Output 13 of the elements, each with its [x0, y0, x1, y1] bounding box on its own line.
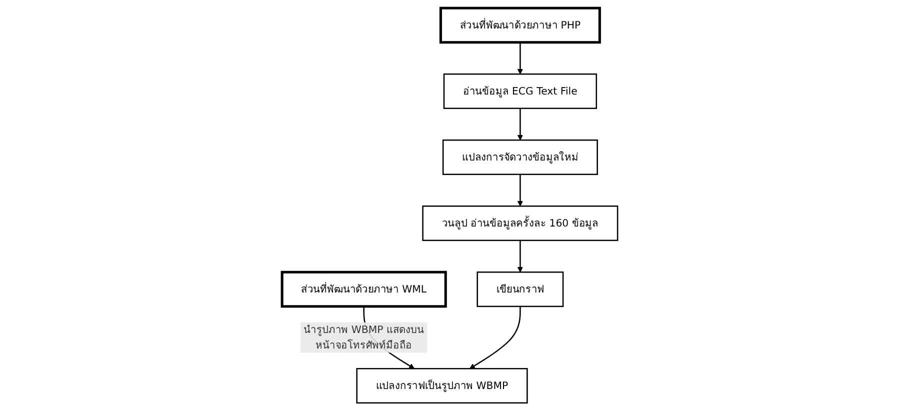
arrow	[517, 174, 523, 206]
arrow	[517, 240, 523, 272]
arrow	[517, 108, 523, 140]
node-box: ส่วนที่พัฒนาด้วยภาษา WML	[280, 270, 447, 308]
node-box: วนลูป อ่านข้อมูลครั้งละ 160 ข้อมูล	[422, 205, 618, 241]
node-box: อ่านข้อมูล ECG Text File	[443, 72, 597, 108]
node-box: ส่วนที่พัฒนาด้วยภาษา PHP	[439, 6, 601, 44]
arrow	[469, 306, 520, 368]
node-box: เขียนกราฟ	[476, 271, 564, 307]
node-box: แปลงการจัดวางข้อมูลใหม่	[442, 138, 598, 175]
edge-label: นำรูปภาพ WBMP แสดงบนหน้าจอโทรศัพท์มือถือ	[303, 323, 424, 350]
node-box: แปลงกราฟเป็นรูปภาพ WBMP	[356, 368, 528, 404]
arrow	[517, 42, 523, 74]
